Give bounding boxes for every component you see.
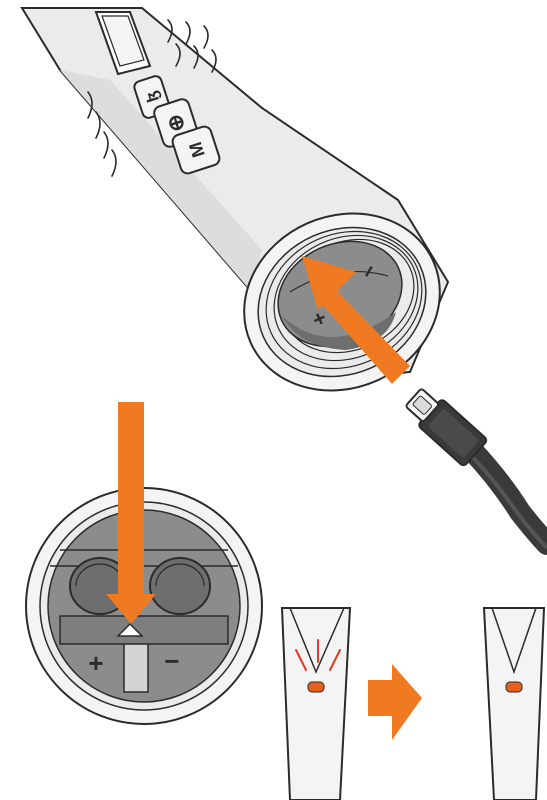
cable-wire	[470, 448, 547, 544]
transition-arrow	[368, 664, 422, 740]
led-indicator-after	[506, 682, 522, 692]
device-before-body	[282, 608, 350, 800]
bottom-left-panel: + −	[26, 402, 262, 724]
device-before	[282, 608, 350, 800]
bottom-minus-symbol: −	[164, 646, 179, 676]
device-after-body	[484, 608, 544, 800]
battery-cell-right	[150, 558, 210, 614]
charging-cable	[401, 384, 547, 548]
center-post	[124, 644, 148, 692]
top-panel: ɮ ⴲ M + −	[22, 8, 547, 548]
bottom-right-panel	[282, 608, 544, 800]
bottom-plus-symbol: +	[88, 648, 103, 678]
led-indicator-before	[308, 682, 324, 692]
device-after	[484, 608, 544, 800]
